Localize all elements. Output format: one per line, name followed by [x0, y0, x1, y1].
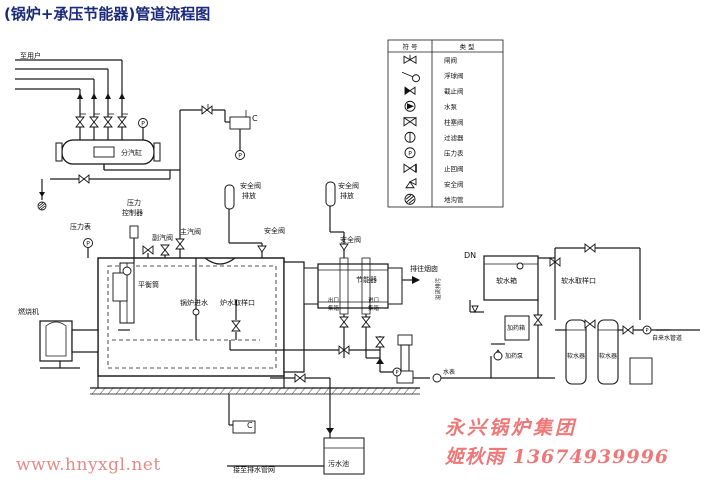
label-water-meter: 水表 — [443, 368, 455, 376]
feed-water-pump: P — [375, 334, 470, 384]
svg-text:C: C — [252, 114, 258, 123]
diagram-labels: 压力表 压力 控制器 副汽阀 主汽阀 安全阀 排放 安全阀 排放 安全阀 安全阀… — [18, 181, 682, 376]
label-safety-valve-2: 安全阀 — [340, 235, 361, 244]
label-pressure-controller-2: 控制器 — [122, 208, 143, 217]
label-pressure-gauge: 压力表 — [70, 222, 91, 231]
svg-text:P: P — [645, 328, 648, 334]
label-dosing-tank: 加药箱 — [507, 324, 525, 332]
legend-label: 地沟管 — [444, 195, 464, 204]
label-inlet-2: 集箱 — [368, 304, 380, 312]
label-economizer: 节能器 — [356, 275, 377, 284]
label-tap-water: 自来水管道 — [652, 334, 682, 342]
legend-label: 止回阀 — [444, 164, 464, 173]
water-treatment: P — [469, 243, 700, 385]
boiler — [39, 225, 420, 395]
label-inlet-1: 进口 — [368, 296, 379, 304]
label-softener-2: 软水器 — [599, 352, 617, 360]
drain-system: C 接至排水管网 污水池 — [227, 373, 365, 475]
label-outlet-2: 集箱 — [328, 304, 340, 312]
legend-label: 过滤器 — [444, 133, 464, 142]
label-steam-header: 分汽缸 — [121, 148, 142, 157]
float-valve-icon — [401, 71, 420, 83]
label-pressure-controller-1: 压力 — [127, 198, 141, 207]
filter-icon — [404, 131, 416, 143]
label-burner: 燃烧机 — [18, 307, 39, 316]
legend-label: 安全阀 — [444, 179, 464, 188]
safety-valve-icon — [405, 178, 417, 189]
label-softener-1: 软水器 — [567, 352, 585, 360]
label-balance-tube: 平衡筒 — [138, 280, 159, 289]
label-sampling-port: 炉水取样口 — [220, 298, 255, 307]
gate-valve-icon — [403, 54, 417, 65]
page-title: (锅炉+承压节能器)管道流程图 — [4, 5, 211, 23]
label-soft-water-tank: 软水箱 — [496, 276, 517, 285]
watermark-company: 永兴锅炉集团 — [445, 417, 578, 439]
svg-text:C: C — [247, 421, 253, 430]
label-flue-outlet: 排往烟囱 — [410, 264, 438, 273]
label-overflow: 溢流排污 — [434, 277, 442, 300]
label-safety-vent-1-a: 安全阀 — [240, 181, 261, 190]
check-valve-icon — [403, 163, 417, 174]
label-dosing-pump: 加药泵 — [505, 352, 523, 360]
label-safety-vent-2-b: 排放 — [340, 191, 354, 200]
label-safety-valve-1: 安全阀 — [264, 226, 285, 235]
legend-header-type: 类 型 — [459, 42, 475, 51]
label-drain-network: 接至排水管网 — [233, 465, 275, 474]
legend-label: 截止阀 — [444, 86, 464, 95]
pressure-gauge-icon: P — [404, 147, 416, 159]
label-safety-vent-1-b: 排放 — [242, 191, 256, 200]
watermark-website: www.hnyxgl.net — [16, 455, 161, 475]
legend-label: 柱塞阀 — [444, 117, 464, 126]
legend-label: 水泵 — [444, 102, 458, 111]
watermark-contact: 姬秋雨 13674939996 — [445, 446, 670, 468]
label-dn: DN — [464, 251, 476, 260]
drain-pipe-icon — [404, 193, 416, 205]
label-outlet-1: 出口 — [328, 296, 339, 304]
label-main-steam-valve: 主汽阀 — [180, 227, 201, 236]
legend-label: 浮球阀 — [444, 71, 464, 80]
label-boiler-inlet: 锅炉进水 — [180, 298, 208, 307]
label-safety-vent-2-a: 安全阀 — [338, 181, 359, 190]
stop-valve-icon — [404, 86, 416, 96]
svg-text:P: P — [408, 150, 412, 157]
legend-label: 闸阀 — [444, 55, 457, 64]
steam-distribution: 至用户 分汽缸 — [15, 51, 180, 211]
svg-text:P: P — [395, 370, 398, 376]
legend-header-symbol: 符 号 — [402, 42, 418, 51]
plunger-valve-icon — [403, 116, 417, 127]
label-aux-steam-valve: 副汽阀 — [152, 233, 173, 242]
pump-icon — [404, 100, 416, 112]
main-steam-line: C — [175, 104, 258, 258]
boiler-safety-valves — [224, 181, 349, 258]
label-sewage-pool: 污水池 — [328, 459, 349, 468]
label-to-user: 至用户 — [20, 51, 41, 60]
legend-label: 压力表 — [444, 148, 464, 157]
label-soft-water-sampling: 软水取样口 — [561, 276, 596, 285]
economizer — [229, 257, 420, 359]
